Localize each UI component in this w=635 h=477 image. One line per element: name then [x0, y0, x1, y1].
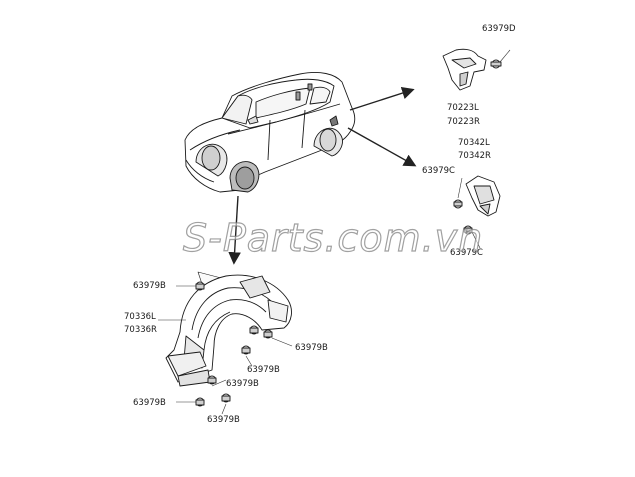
label-63979B-middle: 63979B: [247, 365, 280, 375]
label-70223R: 70223R: [447, 117, 480, 127]
bracket-70342: [453, 175, 501, 249]
label-70336R: 70336R: [124, 325, 157, 335]
car-illustration: [184, 71, 356, 193]
label-63979B-top: 63979B: [133, 281, 166, 291]
leader-lines: [158, 285, 293, 415]
label-70336L: 70336L: [124, 312, 156, 322]
watermark-text: S-Parts.com.vn: [182, 215, 484, 260]
label-70342L: 70342L: [458, 138, 490, 148]
fender-liner-70336: [165, 271, 292, 407]
label-63979B-bottom-left: 63979B: [133, 398, 166, 408]
label-63979B-bottom: 63979B: [207, 415, 240, 425]
label-63979C-upper: 63979C: [422, 166, 455, 176]
bracket-70223: [442, 48, 511, 91]
label-70223L: 70223L: [447, 103, 479, 113]
label-70342R: 70342R: [458, 151, 491, 161]
label-63979C-lower: 63979C: [450, 248, 483, 258]
label-63979D: 63979D: [482, 24, 516, 34]
callout-arrows: [228, 87, 417, 265]
label-63979B-right: 63979B: [295, 343, 328, 353]
label-63979B-lower-middle: 63979B: [226, 379, 259, 389]
